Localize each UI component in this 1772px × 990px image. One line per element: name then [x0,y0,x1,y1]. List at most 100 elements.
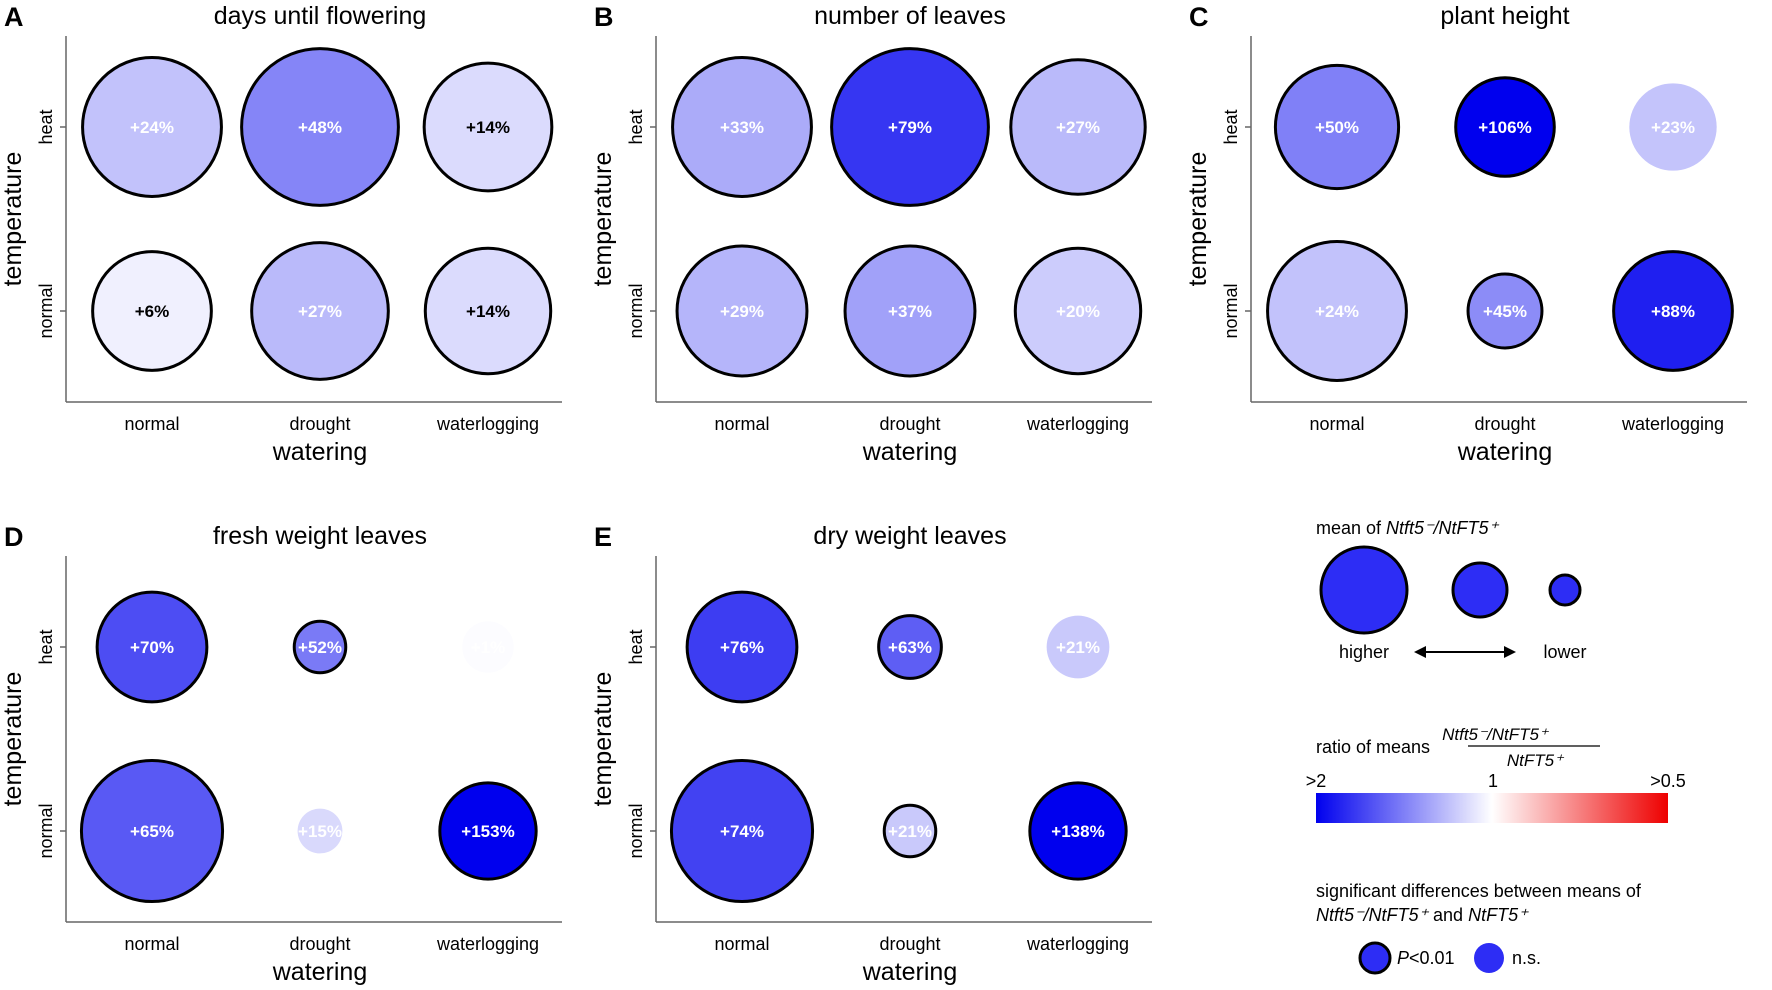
bubble [1612,250,1734,372]
legend-size-higher: higher [1339,642,1389,662]
legend-ratio-denominator: NtFT5⁺ [1507,751,1565,770]
panel-title: number of leaves [814,2,1006,30]
bubble [669,758,815,904]
bubble-label: +153% [461,822,514,841]
bubble [830,47,990,207]
bubble [1266,240,1408,382]
panel-title: fresh weight leaves [213,522,427,550]
y-tick-label: heat [36,109,56,144]
y-tick-label: heat [626,629,646,664]
x-tick-label: waterlogging [1026,414,1129,434]
legend-size-lower: lower [1543,642,1586,662]
bubble-label: +27% [1056,118,1100,137]
legend-sig-label-ns: n.s. [1512,948,1541,968]
bubble [1046,615,1110,679]
bubble-label: +45% [1483,302,1527,321]
bubble-label: +52% [298,638,342,657]
x-tick-label: waterlogging [1621,414,1724,434]
bubble [292,619,348,675]
legend-ratio-title: ratio of means [1316,737,1430,757]
legend-sig-p-threshold: <0.01 [1409,948,1455,968]
x-axis-label: watering [862,958,958,986]
panel-title: plant height [1440,2,1569,30]
x-tick-label: normal [124,934,179,954]
y-axis-label: temperature [589,152,617,287]
legend-sig-label-p: P<0.01 [1397,948,1455,968]
bubble [250,241,390,381]
y-axis-label: temperature [0,672,27,807]
bubble-label: +21% [888,822,932,841]
x-tick-label: waterlogging [436,934,539,954]
y-tick-label: normal [36,283,56,338]
panel-title: days until flowering [214,2,427,30]
bubble [79,758,225,904]
panel-letter: B [594,2,614,32]
legend-sig-title-line2: Ntft5⁻/NtFT5⁺ and NtFT5⁺ [1316,905,1529,925]
bubble-label: +33% [720,118,764,137]
legend-size-title: mean of Ntft5⁻/NtFT5⁺ [1316,518,1500,538]
legend-ratio-numerator: Ntft5⁻/NtFT5⁺ [1442,725,1550,744]
legend-ratio-tick-left: >2 [1306,771,1327,791]
legend-sig-circle-significant [1358,941,1392,975]
bubble-label: +50% [1315,118,1359,137]
x-tick-label: drought [289,414,350,434]
bubble-label: +14% [466,302,510,321]
x-axis-label: watering [272,958,368,986]
bubble-label: +63% [888,638,932,657]
bubble [843,244,977,378]
legend-ratio-tick-mid: 1 [1488,771,1498,791]
x-axis-label: watering [272,438,368,466]
bubble [95,590,209,704]
x-tick-label: drought [879,934,940,954]
legend-sig-genotype-a: Ntft5⁻/NtFT5⁺ [1316,905,1430,925]
bubble-label: +27% [298,302,342,321]
bubble [877,614,943,680]
x-tick-label: normal [124,414,179,434]
bubble-label: +1% [471,638,506,657]
bubble [91,250,213,372]
bubble [462,621,514,673]
legend-sig-p-symbol: P [1397,948,1409,968]
bubble [882,803,938,859]
y-axis-label: temperature [589,672,617,807]
panel-letter: A [4,2,24,32]
legend: mean of Ntft5⁻/NtFT5⁺ higher lower ratio… [1306,518,1686,975]
bubble-label: +15% [298,822,342,841]
x-tick-label: drought [879,414,940,434]
bubble [1273,63,1401,191]
y-tick-label: normal [626,283,646,338]
bubble [1629,83,1717,171]
x-tick-label: drought [289,934,350,954]
bubble [422,61,554,193]
x-tick-label: waterlogging [436,414,539,434]
bubble-label: +74% [720,822,764,841]
bubble-label: +79% [888,118,932,137]
x-axis-label: watering [862,438,958,466]
bubble-label: +29% [720,302,764,321]
legend-size-title-prefix: mean of [1316,518,1386,538]
bubble-label: +106% [1478,118,1531,137]
x-tick-label: normal [1309,414,1364,434]
bubble [438,781,538,881]
bubble [685,590,799,704]
bubble-label: +24% [130,118,174,137]
bubble-label: +23% [1651,118,1695,137]
legend-sig-circle-ns [1474,943,1504,973]
bubble [671,56,813,198]
y-tick-label: heat [36,629,56,664]
bubble [1028,781,1128,881]
x-tick-label: normal [714,934,769,954]
bubble [675,244,809,378]
bubble [1009,58,1147,196]
legend-ratio-tick-right: >0.5 [1650,771,1686,791]
bubble-label: +88% [1651,302,1695,321]
x-tick-label: normal [714,414,769,434]
legend-size-circle-small [1548,573,1582,607]
x-tick-label: waterlogging [1026,934,1129,954]
